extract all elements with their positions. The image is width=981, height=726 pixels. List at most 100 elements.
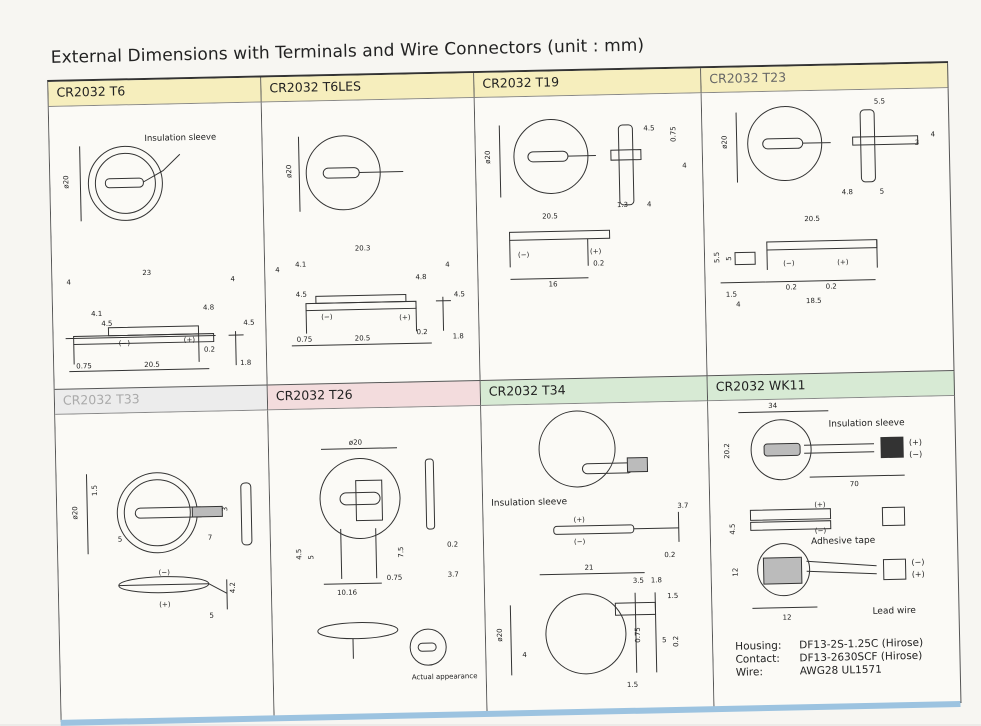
wk11-d70: 70 <box>850 480 859 488</box>
t34-d5: 5 <box>662 636 667 644</box>
t23-d02b: 0.2 <box>826 282 837 290</box>
t26-d45: 4.5 <box>295 549 303 560</box>
t23-d02: 0.2 <box>786 283 797 291</box>
t23-d5: 5 <box>880 187 885 195</box>
t26-d37: 3.7 <box>448 570 459 578</box>
t34-d15b: 1.5 <box>627 681 638 689</box>
t33-plus: (+) <box>159 601 171 609</box>
t19-d205: 20.5 <box>542 212 558 220</box>
wk11-minus2: (−) <box>815 527 827 535</box>
wk11-d12: 12 <box>732 568 740 577</box>
t19-drawing: ø20 4.5 0.75 4 1.3 4 20.5 16 0.2 (−) (+) <box>475 93 708 381</box>
t26-d75: 7.5 <box>397 546 405 557</box>
t6les-d203: 20.3 <box>355 244 371 252</box>
t34-drawing: Insulation sleeve 3.7 0.2 21 3.5 1.8 1.5… <box>481 401 714 713</box>
wk11-d34: 34 <box>768 402 778 410</box>
panel-t33: ø20 1.5 3 5 7 4.2 5 (−) (+) <box>55 410 274 721</box>
t6-d45: 4.5 <box>101 320 112 328</box>
panel-t19: ø20 4.5 0.75 4 1.3 4 20.5 16 0.2 (−) (+) <box>475 93 708 381</box>
t23-minus: (−) <box>783 259 795 267</box>
t26-drawing: ø20 4.5 5 7.5 0.2 3.7 0.75 10.16 Actual … <box>268 406 487 717</box>
spec-label: Wire: <box>736 665 800 679</box>
t6les-d205: 20.5 <box>355 334 371 342</box>
t6les-d41: 4.1 <box>295 261 306 269</box>
t34-d075: 0.75 <box>634 627 642 643</box>
t6les-drawing: ø20 20.3 4 4.1 4.5 4.8 4 4.5 0.75 20.5 0… <box>262 98 481 385</box>
t34-d37: 3.7 <box>677 502 688 510</box>
t19-d45: 4.5 <box>643 124 654 132</box>
t34-d21: 21 <box>584 564 593 572</box>
t34-plus: (+) <box>573 516 585 524</box>
t23-plus: (+) <box>837 258 849 266</box>
t19-d075: 0.75 <box>669 126 677 142</box>
t6les-minus: (−) <box>321 313 333 321</box>
t6-d48: 4.8 <box>203 304 214 312</box>
t19-d02: 0.2 <box>593 259 604 267</box>
catalog-sheet: External Dimensions with Terminals and W… <box>46 3 981 712</box>
t6-d18: 1.8 <box>240 359 251 367</box>
t26-d1016: 10.16 <box>337 589 358 597</box>
t19-minus: (−) <box>518 251 530 259</box>
wk11-adhesive: Adhesive tape <box>811 536 876 547</box>
t33-d5b: 5 <box>209 612 214 620</box>
wk11-d12b: 12 <box>783 614 792 622</box>
wk11-d202: 20.2 <box>723 443 731 459</box>
t33-d15: 1.5 <box>91 485 99 496</box>
t34-d4: 4 <box>522 651 527 659</box>
t34-d18: 1.8 <box>651 576 662 584</box>
t26-d075: 0.75 <box>387 574 403 582</box>
t6les-d4: 4 <box>275 266 280 274</box>
wk11-insulation: Insulation sleeve <box>829 418 906 430</box>
t23-d4b: 4 <box>736 301 741 309</box>
t6-insulation-label: Insulation sleeve <box>144 132 216 144</box>
panel-wk11: Insulation sleeve 34 20.2 70 4.5 Adhesiv… <box>708 396 961 708</box>
wk11-plus: (+) <box>909 438 922 447</box>
t19-d13: 1.3 <box>617 201 628 209</box>
t6les-d02: 0.2 <box>416 328 427 336</box>
wk11-plus3: (+) <box>912 570 925 579</box>
t23-d15: 1.5 <box>726 291 737 299</box>
t6les-d45: 4.5 <box>296 291 307 299</box>
t6les-plus: (+) <box>399 313 411 321</box>
spec-value: AWG28 UL1571 <box>800 664 882 679</box>
t23-d55: 5.5 <box>874 97 885 105</box>
t23-d55b: 5.5 <box>713 252 721 263</box>
t23-d5b: 5 <box>725 256 733 261</box>
panel-t26: ø20 4.5 5 7.5 0.2 3.7 0.75 10.16 Actual … <box>268 406 487 717</box>
t33-d7: 7 <box>208 534 213 542</box>
wk11-d45: 4.5 <box>729 524 737 535</box>
t6les-d48: 4.8 <box>415 273 426 281</box>
t26-d5: 5 <box>307 555 315 560</box>
t6-d075: 0.75 <box>76 362 92 370</box>
t6les-dia: ø20 <box>285 165 293 178</box>
t33-drawing: ø20 1.5 3 5 7 4.2 5 (−) (+) <box>55 410 274 721</box>
dimension-grid: CR2032 T6 CR2032 T6LES CR2032 T19 CR2032… <box>47 61 961 722</box>
t6-minus: (−) <box>119 339 131 347</box>
t23-d205: 20.5 <box>804 215 820 223</box>
t23-d4: 4 <box>930 130 935 138</box>
t34-d35: 3.5 <box>633 577 644 585</box>
t6-d45b: 4.5 <box>243 319 254 327</box>
wk11-minus: (−) <box>909 450 922 459</box>
t19-plus: (+) <box>590 247 602 255</box>
t34-dia: ø20 <box>496 628 504 641</box>
t19-d4b: 4 <box>647 200 652 208</box>
t34-minus: (−) <box>574 538 586 546</box>
t34-d15: 1.5 <box>667 592 678 600</box>
t26-dia: ø20 <box>349 438 362 446</box>
t34-d02: 0.2 <box>664 551 675 559</box>
spec-value: DF13-2630SCF (Hirose) <box>799 650 922 666</box>
wk11-plus2: (+) <box>814 501 826 509</box>
t6-d4: 4 <box>66 279 71 287</box>
t33-minus: (−) <box>158 569 170 577</box>
panel-t6les: ø20 20.3 4 4.1 4.5 4.8 4 4.5 0.75 20.5 0… <box>262 98 481 385</box>
panel-t23: ø20 5.5 4 3 4.8 5 20.5 5.5 5 1.5 0.2 0.2… <box>702 88 955 376</box>
t23-d185: 18.5 <box>806 297 822 305</box>
t23-d3: 3 <box>915 139 920 147</box>
t34-d02b: 0.2 <box>672 636 680 647</box>
t33-d3: 3 <box>221 507 229 512</box>
t34-insulation: Insulation sleeve <box>491 497 568 509</box>
t26-d02: 0.2 <box>447 540 458 548</box>
panel-t34: Insulation sleeve 3.7 0.2 21 3.5 1.8 1.5… <box>481 401 714 713</box>
